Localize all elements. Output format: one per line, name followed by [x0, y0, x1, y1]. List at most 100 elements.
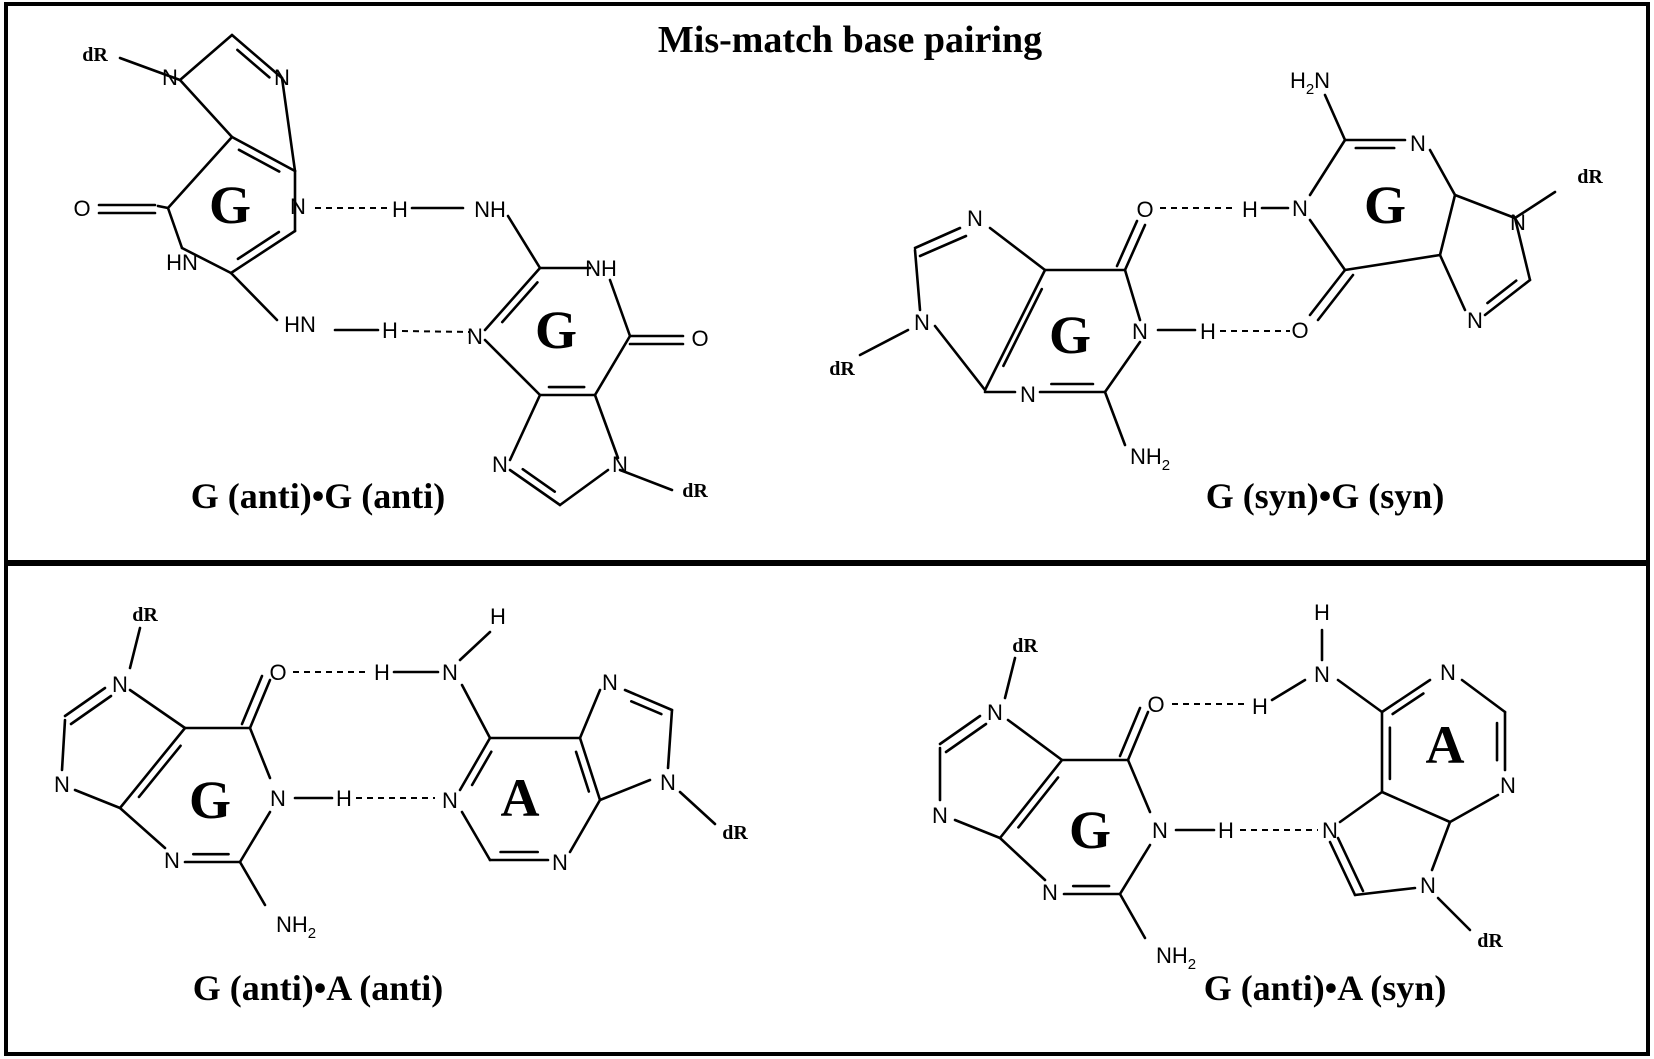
atom-label: N [442, 788, 458, 813]
bond-line [238, 860, 267, 907]
atom-label: N [274, 65, 290, 90]
atom-label: H [392, 197, 408, 222]
bond-line [1380, 678, 1432, 714]
base-ring-letter: A [501, 768, 540, 828]
bond-line [998, 836, 1047, 882]
bond-line [460, 810, 492, 862]
base-ring-letter: G [535, 300, 577, 360]
bond-line [229, 271, 279, 322]
bond-line [118, 806, 167, 850]
bond-line [1448, 793, 1500, 824]
hydrogen-bond [401, 330, 471, 333]
bond-line [1513, 216, 1532, 282]
bond-line [470, 750, 493, 787]
atom-label: H [1314, 600, 1330, 625]
base-ring-letter: G [1069, 800, 1111, 860]
bond-line [166, 206, 184, 250]
bond-line [1483, 278, 1532, 317]
bond-line [1513, 190, 1557, 220]
atom-label: NH2 [1156, 943, 1196, 973]
bond-line [1308, 268, 1347, 317]
bond-line [913, 226, 962, 250]
deoxyribose-label: dR [1577, 166, 1603, 188]
atom-label: H [374, 660, 390, 685]
pair-caption: G (anti)•A (syn) [1204, 968, 1447, 1008]
atom-label: NH2 [1130, 444, 1170, 474]
atom-label: N [612, 452, 628, 477]
bond-line [629, 699, 663, 716]
bond-line [988, 226, 1047, 272]
bottom-panel-frame [4, 562, 1650, 1056]
bond-line [1438, 193, 1457, 257]
bond-line [156, 204, 170, 210]
bond-line [933, 324, 987, 392]
atom-label: H [336, 786, 352, 811]
bond-line [944, 722, 988, 754]
atom-label: N [660, 770, 676, 795]
bond-line [1323, 93, 1347, 142]
bond-line [1126, 758, 1152, 814]
bond-line [521, 467, 557, 493]
atom-label: O [1136, 197, 1153, 222]
bond-line [280, 76, 297, 173]
bond-line [1118, 892, 1147, 940]
bond-line [918, 234, 968, 258]
atom-label: N [1292, 196, 1308, 221]
pair-caption: G (anti)•G (anti) [191, 476, 446, 516]
bond-line [1428, 148, 1457, 197]
atom-label: N [162, 65, 178, 90]
atom-label: H [490, 604, 506, 629]
bond-line [508, 393, 542, 462]
bond-line [178, 33, 234, 82]
atom-label: N [1132, 319, 1148, 344]
bond-line [63, 686, 107, 718]
bond-line [1430, 820, 1452, 872]
pair-caption: G (syn)•G (syn) [1206, 476, 1445, 516]
bond-line [678, 790, 717, 826]
bond-line [1118, 843, 1152, 896]
deoxyribose-label: dR [722, 822, 748, 844]
bond-line [1391, 692, 1425, 716]
atom-label: NH2 [276, 912, 316, 942]
bond-line [1103, 390, 1127, 447]
atom-label: H [1252, 694, 1268, 719]
atom-label: N [1314, 662, 1330, 687]
bond-line [1436, 896, 1472, 932]
deoxyribose-label: dR [132, 604, 158, 626]
bond-line [574, 750, 591, 793]
atom-label: HN [284, 312, 316, 337]
atom-label: N [1467, 308, 1483, 333]
bond-line [229, 229, 297, 275]
atom-label: N [1322, 818, 1338, 843]
atom-label: H [1218, 818, 1234, 843]
atom-label: N [54, 772, 70, 797]
bond-line [166, 135, 234, 210]
bond-line [500, 281, 539, 324]
bond-line [240, 674, 264, 726]
bond-line [983, 268, 1047, 392]
bond-line [1118, 706, 1142, 758]
bond-line [483, 338, 542, 397]
bond-line [1002, 287, 1044, 368]
bond-line [578, 688, 602, 740]
bond-line [69, 694, 113, 726]
atom-label: O [269, 660, 286, 685]
atom-label: NH [585, 256, 617, 281]
atom-label: N [932, 803, 948, 828]
atom-label: O [1291, 318, 1308, 343]
bond-line [593, 334, 632, 397]
bond-line [623, 688, 674, 712]
bond-line [180, 246, 233, 275]
atom-label: H [1242, 197, 1258, 222]
atom-label: H2N [1290, 68, 1330, 98]
bond-line [998, 758, 1064, 840]
bond-line [1006, 718, 1064, 762]
bond-line [608, 278, 632, 338]
atom-label: N [552, 850, 568, 875]
bond-line [1126, 710, 1150, 762]
atom-label: N [1510, 210, 1526, 235]
base-ring-letter: G [189, 770, 231, 830]
bond-line [1336, 678, 1384, 714]
bond-line [858, 328, 910, 357]
bond-line [230, 135, 297, 173]
